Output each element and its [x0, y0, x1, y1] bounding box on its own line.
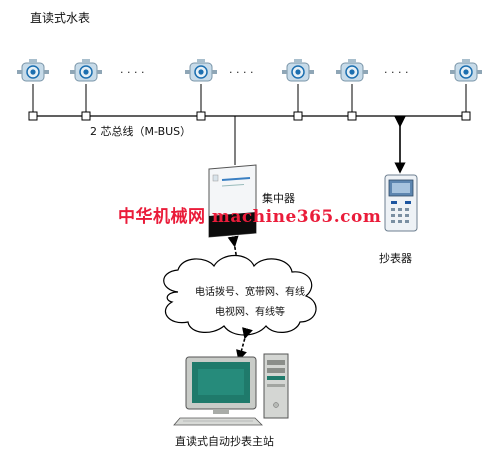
diagram-title: 直读式水表 [30, 11, 91, 25]
concentrator-label: 集中器 [262, 192, 295, 205]
ellipsis-3: · · · · [384, 66, 408, 79]
cloud-computer-arrow [236, 327, 253, 362]
concentrator-icon [208, 164, 257, 238]
bus-terminals [28, 111, 471, 121]
meter-reader-label: 抄表器 [379, 252, 412, 265]
network-label-line2: 电视网、有线等 [215, 307, 285, 318]
ellipsis-1: · · · · [120, 66, 144, 79]
water-meter-icon [16, 58, 50, 82]
water-meter-icon [184, 58, 218, 82]
water-meter-icon [281, 58, 315, 82]
meter-reader-icon [384, 174, 418, 232]
watermark: 中华机械网 machine365.com [118, 207, 382, 227]
bus-label: 2 芯总线（M-BUS） [90, 125, 192, 138]
cloud-icon [163, 254, 317, 336]
network-label-line1: 电话拨号、宽带网、有线 [195, 287, 305, 298]
water-meter-icon [335, 58, 369, 82]
water-meter-icon [449, 58, 483, 82]
master-station-label: 直读式自动抄表主站 [175, 435, 274, 448]
ellipsis-2: · · · · [229, 66, 253, 79]
meter-drops [32, 84, 467, 112]
water-meter-icon [69, 58, 103, 82]
computer-icon [173, 356, 263, 426]
pc-tower-icon [263, 353, 289, 419]
